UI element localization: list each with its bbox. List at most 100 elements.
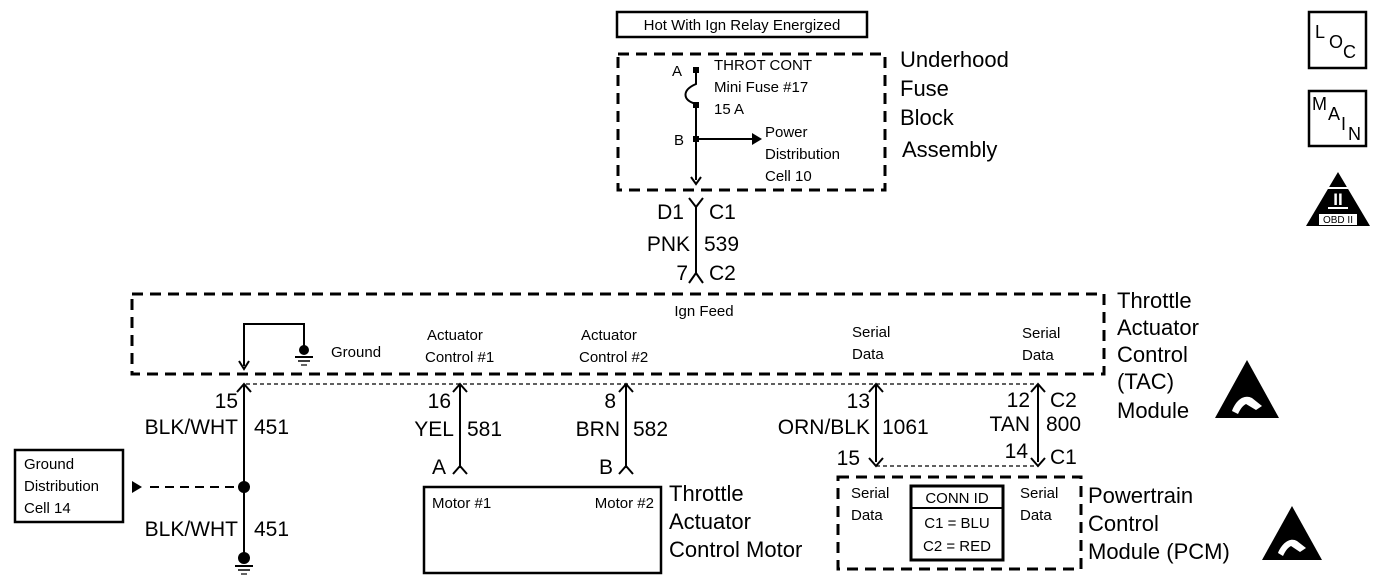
pcm-serial2-2: Data (1020, 507, 1052, 524)
act2-pin: 8 (604, 390, 616, 413)
act1-circuit: 16 YEL 581 A (414, 382, 502, 479)
fuse-block-title-4: Assembly (902, 137, 997, 162)
tac-module: Ign Feed Ground Actuator Control #1 Actu… (130, 288, 1279, 423)
serial1-wire-circuit: 1061 (882, 416, 929, 439)
act2-label-1: Actuator (581, 327, 637, 344)
motor-box (422, 485, 663, 575)
obd-big-label: II (1333, 190, 1342, 209)
ground-splice (238, 481, 250, 493)
fuse-terminal-b (693, 102, 699, 108)
ground-icon (295, 356, 313, 366)
motor-pin-b: B (599, 456, 613, 479)
hot-label: Hot With Ign Relay Energized (644, 17, 841, 34)
ground-label: Ground (331, 344, 381, 361)
pcm-pin-15: 15 (837, 447, 860, 470)
arrow-left-icon (132, 481, 142, 493)
connector-symbol (452, 464, 468, 475)
ground-wire-circuit: 451 (254, 416, 289, 439)
loc-icon[interactable]: L O C (1307, 10, 1368, 70)
ground-lower-color: BLK/WHT (145, 518, 239, 541)
pcm-serial1-1: Serial (851, 485, 889, 502)
ground-circuit: 15 BLK/WHT 451 BLK/WHT 451 Ground Distri… (13, 382, 289, 575)
tac-title-2: Actuator (1117, 315, 1199, 340)
arrow-right-icon (752, 133, 762, 145)
ground-loop-wire (243, 323, 305, 366)
esd-warning-icon (1262, 506, 1322, 560)
serial2-circuit: 12 C2 TAN 800 14 C1 (990, 382, 1081, 469)
connector-symbol (618, 464, 634, 475)
pcm-pin-14: 14 (1005, 440, 1029, 463)
tac-title-3: Control (1117, 342, 1188, 367)
ign-feed-label: Ign Feed (674, 303, 733, 320)
throttle-motor: Motor #1 Motor #2 Throttle Actuator Cont… (422, 481, 802, 575)
fuse-pin-b: B (674, 132, 684, 149)
main-letter-m: M (1312, 94, 1327, 114)
serial2-label-1: Serial (1022, 325, 1060, 342)
power-dist-line-2: Distribution (765, 146, 840, 163)
ground-dist-line-2: Distribution (24, 478, 99, 495)
obd-small-label: OBD II (1323, 215, 1353, 226)
underhood-fuse-block: Hot With Ign Relay Energized A THROT CON… (615, 10, 1009, 192)
arrow-down-icon (690, 176, 702, 186)
conn-id-c1: C1 = BLU (924, 515, 989, 532)
act1-pin: 16 (428, 390, 451, 413)
ground-pin: 15 (215, 390, 238, 413)
fuse-element-icon (684, 73, 697, 105)
act1-label-2: Control #1 (425, 349, 494, 366)
serial2-wire-circuit: 800 (1046, 413, 1081, 436)
loc-letter-o: O (1329, 32, 1343, 52)
ground-dist-line-3: Cell 14 (24, 500, 71, 517)
main-letter-n: N (1348, 124, 1361, 144)
ground-terminal (238, 552, 250, 564)
act2-wire-circuit: 582 (633, 418, 668, 441)
fuse-rating: 15 A (714, 101, 744, 118)
motor-pin-a: A (432, 456, 446, 479)
power-dist-line-1: Power (765, 124, 808, 141)
tac-title-4: (TAC) (1117, 369, 1174, 394)
hot-label-box (615, 10, 869, 39)
serial1-pin: 13 (847, 390, 870, 413)
fuse-block-title-3: Block (900, 105, 955, 130)
tac-module-outline (130, 292, 1106, 376)
serial2-conn: C2 (1050, 389, 1077, 412)
main-icon[interactable]: M A I N (1307, 89, 1368, 148)
main-letter-a: A (1328, 104, 1340, 124)
pcm-module: Serial Data Serial Data CONN ID C1 = BLU… (836, 465, 1322, 571)
fuse-name: THROT CONT (714, 57, 812, 74)
obd-ii-icon[interactable]: OBD II II (1306, 172, 1370, 226)
tac-feed-pin: 7 (676, 262, 688, 285)
feed-wire-circuit: 539 (704, 233, 739, 256)
loc-letter-c: C (1343, 42, 1356, 62)
pcm-title-2: Control (1088, 511, 1159, 536)
main-letter-i: I (1341, 114, 1346, 134)
conn-id-box (909, 484, 1005, 562)
pcm-outline (836, 475, 1083, 571)
act1-wire-color: YEL (414, 418, 454, 441)
feed-wire: D1 C1 PNK 539 7 C2 (647, 197, 739, 285)
fuse-terminal-a (693, 67, 699, 73)
pcm-serial2-1: Serial (1020, 485, 1058, 502)
motor-1-label: Motor #1 (432, 495, 491, 512)
ground-dist-line-1: Ground (24, 456, 74, 473)
fuse-block-title-2: Fuse (900, 76, 949, 101)
fuse-block-title-1: Underhood (900, 47, 1009, 72)
ground-dist-box (13, 448, 125, 524)
loc-letter-l: L (1315, 22, 1325, 42)
esd-warning-icon (1215, 360, 1279, 418)
ground-lower-circuit: 451 (254, 518, 289, 541)
fuse-conn-pin: D1 (657, 201, 684, 224)
ground-node (299, 345, 309, 355)
act2-label-2: Control #2 (579, 349, 648, 366)
pcm-conn-c1: C1 (1050, 446, 1077, 469)
arrow-down-icon (238, 360, 250, 371)
tac-title-1: Throttle (1117, 288, 1192, 313)
act2-circuit: 8 BRN 582 B (576, 382, 668, 479)
serial1-wire-color: ORN/BLK (778, 416, 870, 439)
connector-c2-symbol (688, 271, 704, 284)
fuse-pin-a: A (672, 63, 682, 80)
fuse-block-outline (616, 52, 887, 192)
power-dist-line-3: Cell 10 (765, 168, 812, 185)
ground-wire-color: BLK/WHT (145, 416, 239, 439)
tac-title-5: Module (1117, 398, 1189, 423)
